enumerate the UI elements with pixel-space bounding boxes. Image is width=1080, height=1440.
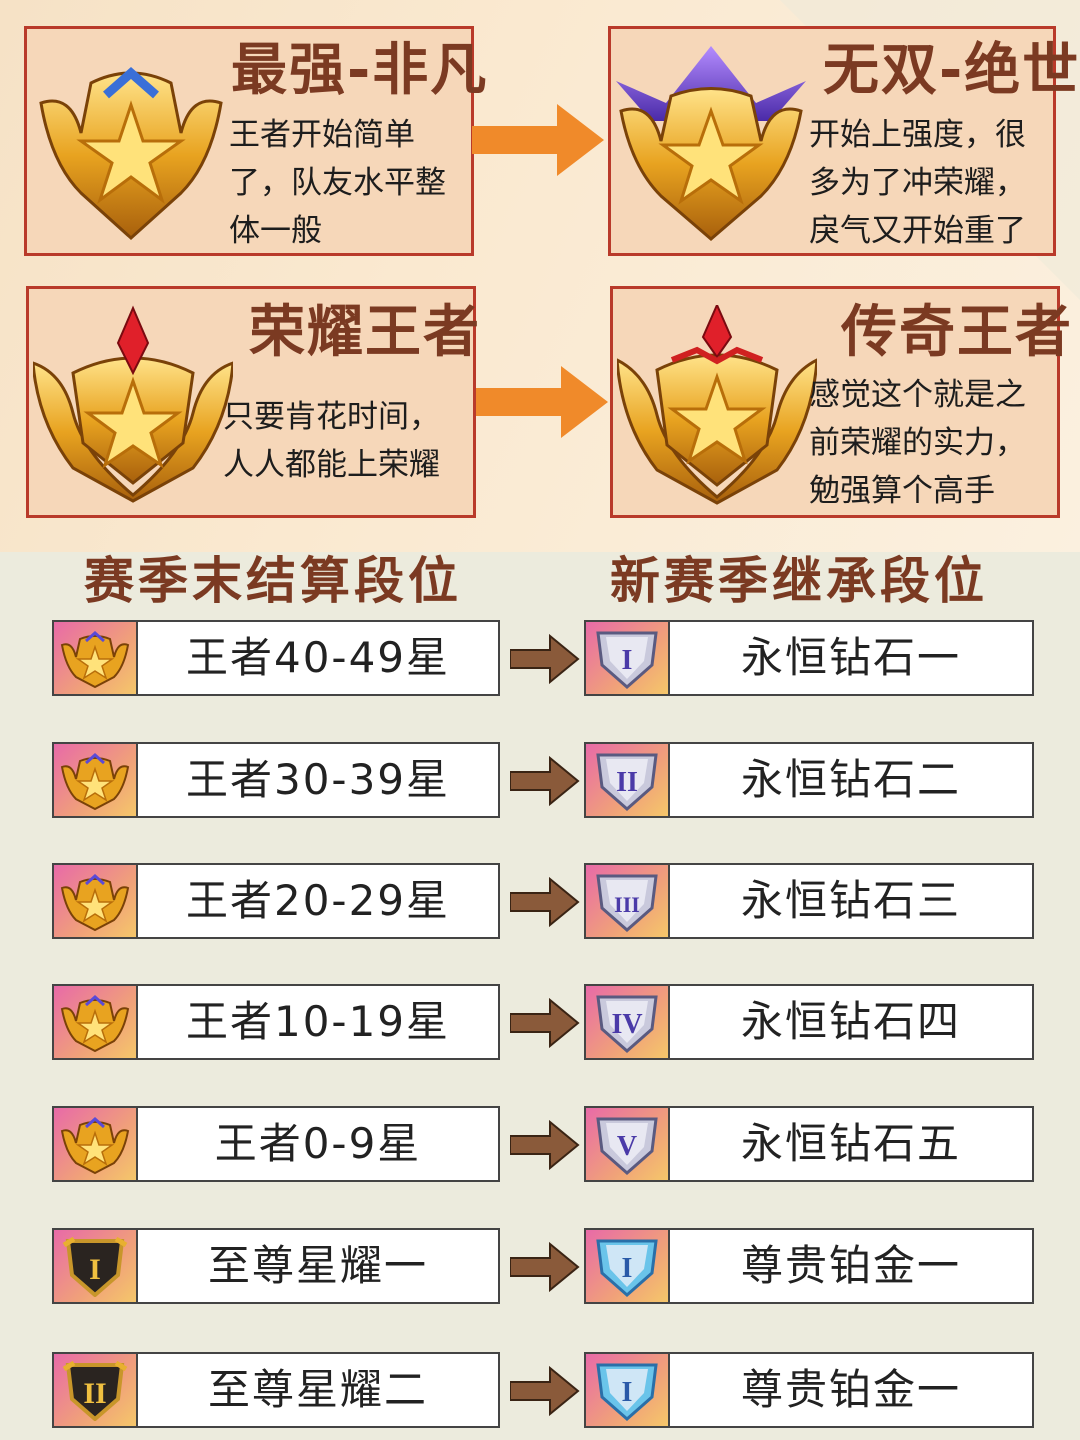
diamond-silver-shield-icon: V — [586, 1108, 670, 1180]
arrow-right-icon — [472, 104, 604, 176]
rank-title: 传奇王者 — [841, 300, 1073, 365]
season-end-rank-label: 至尊星耀一 — [207, 1241, 428, 1290]
rank-card-chuanqi: 传奇王者 感觉这个就是之 前荣耀的实力， 勉强算个高手 — [610, 286, 1071, 518]
season-end-rank-label: 王者10-19星 — [185, 997, 451, 1046]
king-gold-shield-icon — [54, 1108, 138, 1180]
svg-text:I: I — [622, 645, 633, 676]
king-gold-shield-icon — [54, 986, 138, 1058]
gold-winged-red-gem-icon — [33, 305, 233, 503]
gold-shield-blue-chevron-icon — [39, 67, 223, 241]
arrow-right-icon — [510, 1120, 580, 1170]
season-end-rank-label: 王者40-49星 — [185, 633, 451, 682]
starshine-dark-shield-icon: I — [54, 1230, 138, 1302]
king-gold-shield-icon — [54, 622, 138, 694]
svg-text:III: III — [614, 892, 640, 917]
new-season-rank-cell: I 尊贵铂金一 — [584, 1352, 1034, 1428]
new-season-rank-cell: III 永恒钻石三 — [584, 863, 1034, 939]
season-end-rank-cell: I 至尊星耀一 — [52, 1228, 500, 1304]
arrow-right-icon — [510, 998, 580, 1048]
arrow-right-icon — [476, 366, 608, 438]
season-end-rank-label: 王者20-29星 — [185, 876, 451, 925]
arrow-right-icon — [510, 1366, 580, 1416]
season-end-rank-cell: 王者40-49星 — [52, 620, 500, 696]
new-season-rank-label: 尊贵铂金一 — [740, 1241, 961, 1290]
heading-season-end: 赛季末结算段位 — [84, 552, 462, 610]
rank-card-jueshi: 无双-绝世 开始上强度，很 多为了冲荣耀， 戾气又开始重了 — [608, 26, 1078, 256]
season-end-rank-cell: II 至尊星耀二 — [52, 1352, 500, 1428]
rank-description: 感觉这个就是之 前荣耀的实力， 勉强算个高手 — [809, 377, 1026, 509]
season-end-rank-label: 至尊星耀二 — [207, 1365, 428, 1414]
diamond-silver-shield-icon: I — [586, 622, 670, 694]
platinum-blue-shield-icon: I — [586, 1230, 670, 1302]
king-gold-shield-icon — [54, 865, 138, 937]
season-end-rank-label: 王者30-39星 — [185, 755, 451, 804]
new-season-rank-cell: I 永恒钻石一 — [584, 620, 1034, 696]
new-season-rank-label: 永恒钻石五 — [740, 1119, 961, 1168]
svg-text:I: I — [622, 1253, 633, 1284]
new-season-rank-label: 永恒钻石四 — [740, 997, 961, 1046]
heading-new-season: 新赛季继承段位 — [610, 552, 988, 610]
season-end-rank-cell: 王者0-9星 — [52, 1106, 500, 1182]
rank-card-feifan: 最强-非凡 王者开始简单 了，队友水平整 体一般 — [24, 26, 486, 256]
new-season-rank-cell: V 永恒钻石五 — [584, 1106, 1034, 1182]
arrow-right-icon — [510, 634, 580, 684]
svg-text:I: I — [89, 1253, 101, 1286]
svg-text:II: II — [83, 1377, 106, 1410]
rank-description: 王者开始简单 了，队友水平整 体一般 — [229, 117, 446, 249]
season-end-rank-cell: 王者20-29星 — [52, 863, 500, 939]
rank-description: 只要肯花时间， 人人都能上荣耀 — [223, 399, 440, 483]
new-season-rank-label: 尊贵铂金一 — [740, 1365, 961, 1414]
arrow-right-icon — [510, 1242, 580, 1292]
svg-text:I: I — [622, 1377, 633, 1408]
rank-title: 荣耀王者 — [249, 300, 481, 365]
rank-description: 开始上强度，很 多为了冲荣耀， 戾气又开始重了 — [809, 117, 1026, 249]
svg-text:V: V — [617, 1131, 637, 1162]
platinum-blue-shield-icon: I — [586, 1354, 670, 1426]
starshine-dark-shield-icon: II — [54, 1354, 138, 1426]
new-season-rank-label: 永恒钻石三 — [740, 876, 961, 925]
new-season-rank-cell: I 尊贵铂金一 — [584, 1228, 1034, 1304]
diamond-silver-shield-icon: IV — [586, 986, 670, 1058]
new-season-rank-cell: IV 永恒钻石四 — [584, 984, 1034, 1060]
gold-shield-purple-crown-icon — [616, 46, 806, 241]
new-season-rank-label: 永恒钻石二 — [740, 755, 961, 804]
diamond-silver-shield-icon: II — [586, 744, 670, 816]
arrow-right-icon — [510, 756, 580, 806]
season-end-rank-cell: 王者10-19星 — [52, 984, 500, 1060]
new-season-rank-cell: II 永恒钻石二 — [584, 742, 1034, 818]
rank-title: 最强-非凡 — [231, 38, 489, 103]
arrow-right-icon — [510, 877, 580, 927]
king-gold-shield-icon — [54, 744, 138, 816]
season-end-rank-cell: 王者30-39星 — [52, 742, 500, 818]
rank-card-rongyao: 荣耀王者 只要肯花时间， 人人都能上荣耀 — [26, 286, 479, 518]
svg-text:II: II — [616, 767, 638, 798]
rank-title: 无双-绝世 — [823, 38, 1080, 103]
gold-winged-red-crown-icon — [617, 305, 817, 505]
diamond-silver-shield-icon: III — [586, 865, 670, 937]
season-end-rank-label: 王者0-9星 — [214, 1119, 422, 1168]
svg-text:IV: IV — [611, 1009, 642, 1040]
new-season-rank-label: 永恒钻石一 — [740, 633, 961, 682]
